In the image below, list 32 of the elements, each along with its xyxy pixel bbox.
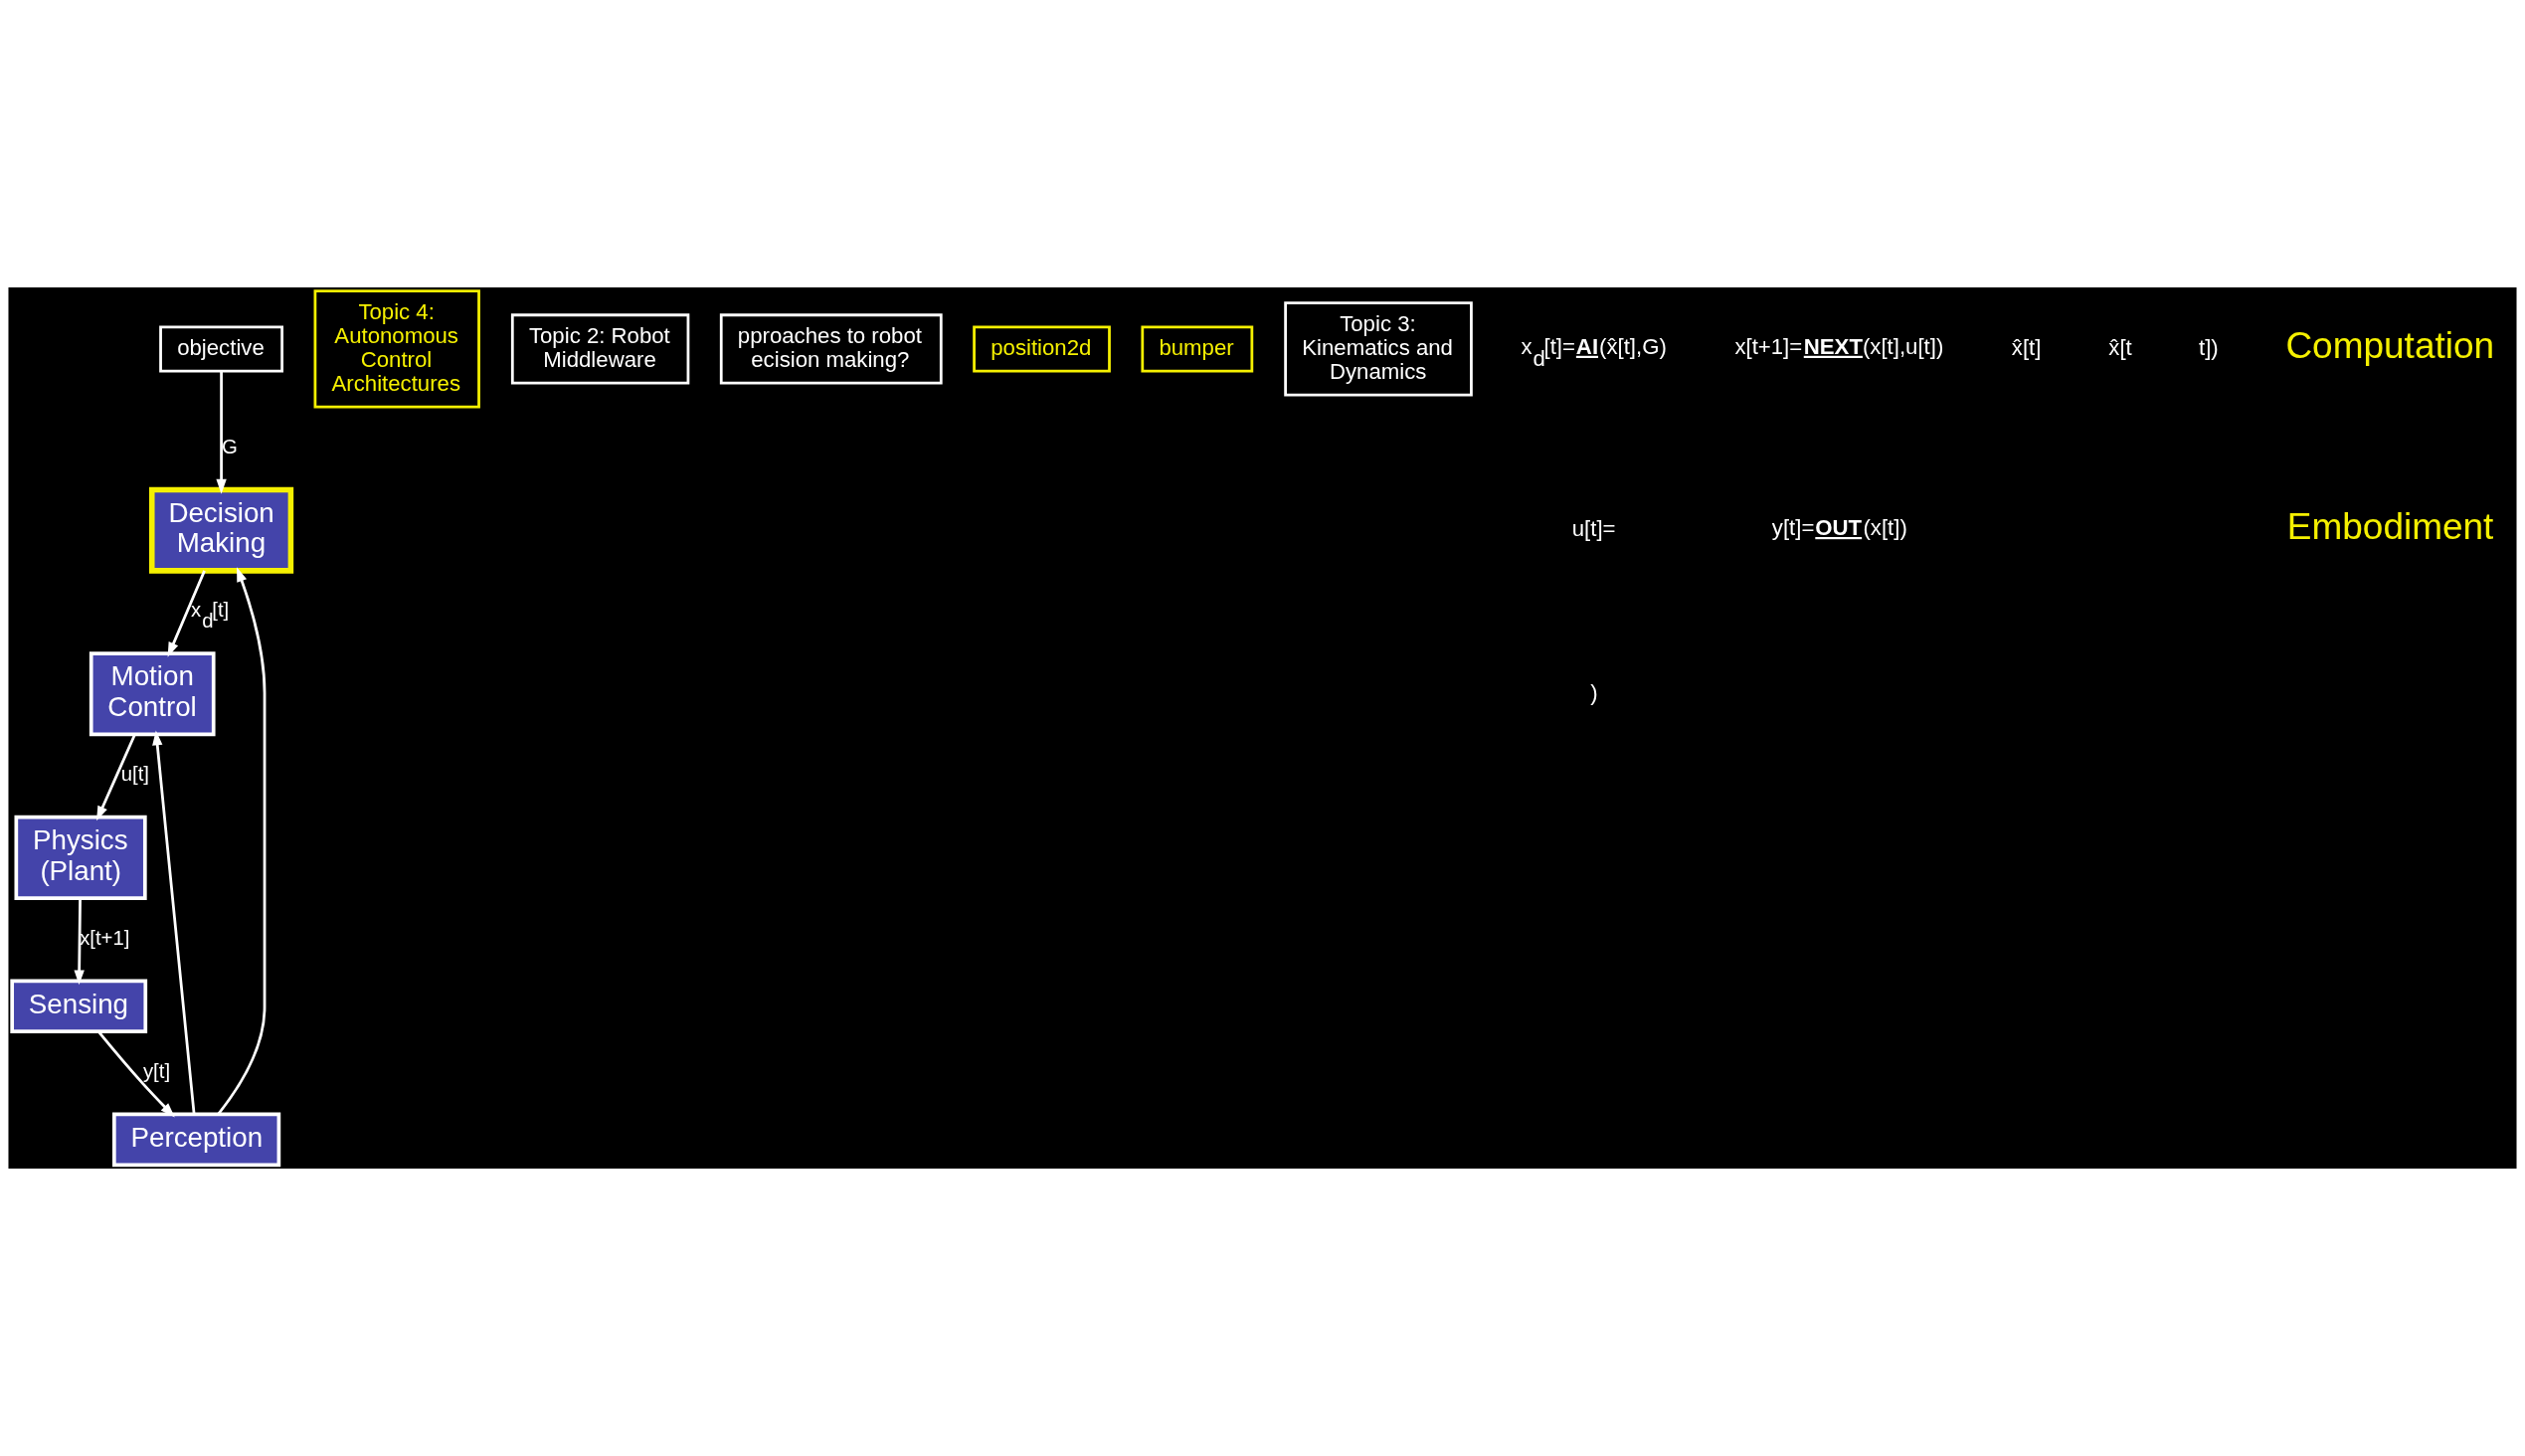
node-box: bumper: [1141, 325, 1254, 373]
node-box: Topic 2: Robot Middleware: [510, 313, 690, 385]
label: x̂[t]: [2011, 334, 2042, 360]
edge-label: x[t+1]: [80, 926, 130, 949]
label: Computation: [2285, 325, 2495, 367]
arrow: [96, 733, 136, 821]
edge-label: u[t]: [120, 763, 150, 786]
node-box: Sensing: [10, 979, 148, 1034]
edge-label: y[t]: [142, 1060, 171, 1082]
node-box: position2d: [973, 325, 1111, 373]
edge-label: G: [221, 436, 238, 458]
label: t]): [2198, 334, 2219, 360]
label: x̂[t: [2108, 334, 2132, 360]
node-box: Physics (Plant): [14, 815, 147, 900]
label: ): [1590, 679, 1598, 705]
node-box: Decision Making: [148, 486, 294, 574]
node-box: pproaches to robot ecision making?: [719, 313, 943, 385]
node-box: Topic 4: Autonomous Control Architectures: [313, 289, 480, 409]
label: y[t]=OUT(x[t]): [1771, 514, 1907, 540]
arrow: [97, 1030, 175, 1118]
node-box: objective: [159, 325, 283, 373]
arrow: [217, 567, 267, 1116]
arrow: [167, 570, 206, 657]
node-box: Perception: [112, 1112, 281, 1168]
arrow: [74, 898, 85, 986]
arrow: [152, 730, 196, 1115]
label: x[t+1]=NEXT(x[t],u[t]): [1734, 333, 1944, 359]
node-box: Topic 3: Kinematics and Dynamics: [1284, 301, 1473, 397]
label: u[t]=: [1571, 515, 1616, 541]
node-box: Motion Control: [89, 651, 216, 737]
label: Embodiment: [2286, 506, 2494, 548]
arrow: [216, 371, 227, 494]
